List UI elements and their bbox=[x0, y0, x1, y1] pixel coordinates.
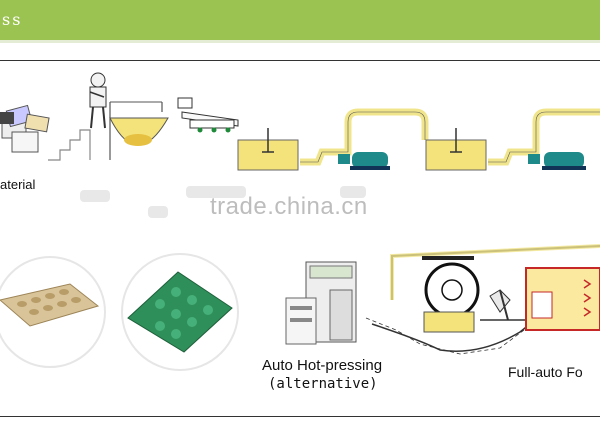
dryer-unit bbox=[525, 267, 600, 331]
header-divider bbox=[0, 40, 600, 43]
header-banner: ss bbox=[0, 0, 600, 40]
blurred-label bbox=[340, 186, 366, 198]
conveyor-machine bbox=[177, 97, 239, 133]
egg-tray-product bbox=[0, 256, 106, 368]
raw-material-icon bbox=[0, 104, 50, 153]
material-label: aterial bbox=[0, 177, 36, 192]
top-border bbox=[0, 60, 600, 61]
stock-tank-1 bbox=[237, 128, 299, 171]
blurred-label bbox=[148, 206, 168, 218]
pulper-tank bbox=[109, 101, 169, 160]
alternative-label: (alternative) bbox=[268, 376, 378, 392]
stock-tank-2 bbox=[425, 128, 487, 171]
header-title: ss bbox=[2, 10, 23, 29]
blurred-label bbox=[80, 190, 110, 202]
worker-icon bbox=[48, 72, 107, 161]
pipe-2 bbox=[488, 108, 600, 166]
forming-line bbox=[365, 244, 600, 355]
seedling-tray-product bbox=[121, 253, 239, 371]
watermark-text: trade.china.cn bbox=[210, 193, 368, 220]
pump-1 bbox=[338, 152, 390, 170]
full-auto-label: Full-auto Fo bbox=[508, 364, 583, 380]
bottom-border bbox=[0, 416, 600, 417]
pump-2 bbox=[528, 152, 586, 170]
blurred-label bbox=[186, 186, 246, 198]
hot-press-machine bbox=[285, 261, 357, 345]
hot-pressing-label: Auto Hot-pressing bbox=[262, 357, 383, 374]
